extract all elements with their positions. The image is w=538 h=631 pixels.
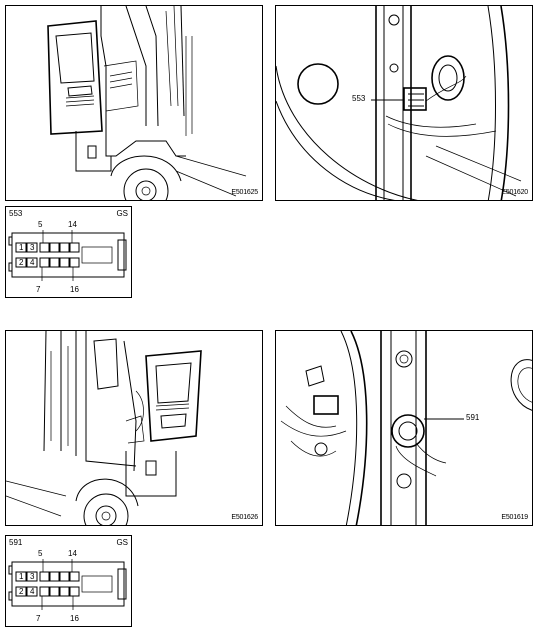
truck-cab-line-drawing bbox=[47, 6, 247, 200]
callout-label-553: 553 bbox=[352, 94, 366, 103]
truck-cab-line-drawing bbox=[6, 331, 202, 525]
truck-cab-illustration-front-left: E501625 bbox=[5, 5, 263, 201]
door-pillar-line-drawing bbox=[276, 6, 522, 200]
pin-label-top-left: 5 bbox=[38, 549, 43, 558]
connector-diagram-553: 553 GS 5 14 7 16 1 2 3 4 bbox=[5, 206, 132, 298]
cell-1: 1 bbox=[19, 572, 24, 581]
connector-id: 591 bbox=[9, 538, 23, 547]
cell-3: 3 bbox=[30, 572, 35, 581]
connector-tag: GS bbox=[116, 209, 128, 218]
connector-pin-layout bbox=[8, 230, 127, 281]
truck-cab-illustration-front-right: E501626 bbox=[5, 330, 263, 526]
pin-label-bottom-left: 7 bbox=[36, 614, 41, 623]
pin-label-bottom-right: 16 bbox=[70, 614, 79, 623]
cell-4: 4 bbox=[30, 258, 35, 267]
connector-diagram-591: 591 GS 5 14 7 16 1 2 3 4 bbox=[5, 535, 132, 627]
connector-pin-layout bbox=[8, 559, 127, 610]
door-pillar-detail-553: 553 E501620 bbox=[275, 5, 533, 201]
door-pillar-detail-591: 591 E501619 bbox=[275, 330, 533, 526]
cell-2: 2 bbox=[19, 587, 24, 596]
cell-1: 1 bbox=[19, 243, 24, 252]
pin-label-top-right: 14 bbox=[68, 549, 77, 558]
image-code: E501625 bbox=[231, 189, 258, 196]
connector-tag: GS bbox=[116, 538, 128, 547]
cell-2: 2 bbox=[19, 258, 24, 267]
image-code: E501619 bbox=[501, 514, 528, 521]
callout-label-591: 591 bbox=[466, 413, 480, 422]
pin-label-bottom-right: 16 bbox=[70, 285, 79, 294]
image-code: E501620 bbox=[501, 189, 528, 196]
pin-label-top-right: 14 bbox=[68, 220, 77, 229]
connector-id: 553 bbox=[9, 209, 23, 218]
pin-label-bottom-left: 7 bbox=[36, 285, 41, 294]
cell-3: 3 bbox=[30, 243, 35, 252]
cell-4: 4 bbox=[30, 587, 35, 596]
door-pillar-line-drawing bbox=[280, 331, 532, 525]
image-code: E501626 bbox=[231, 514, 258, 521]
pin-label-top-left: 5 bbox=[38, 220, 43, 229]
